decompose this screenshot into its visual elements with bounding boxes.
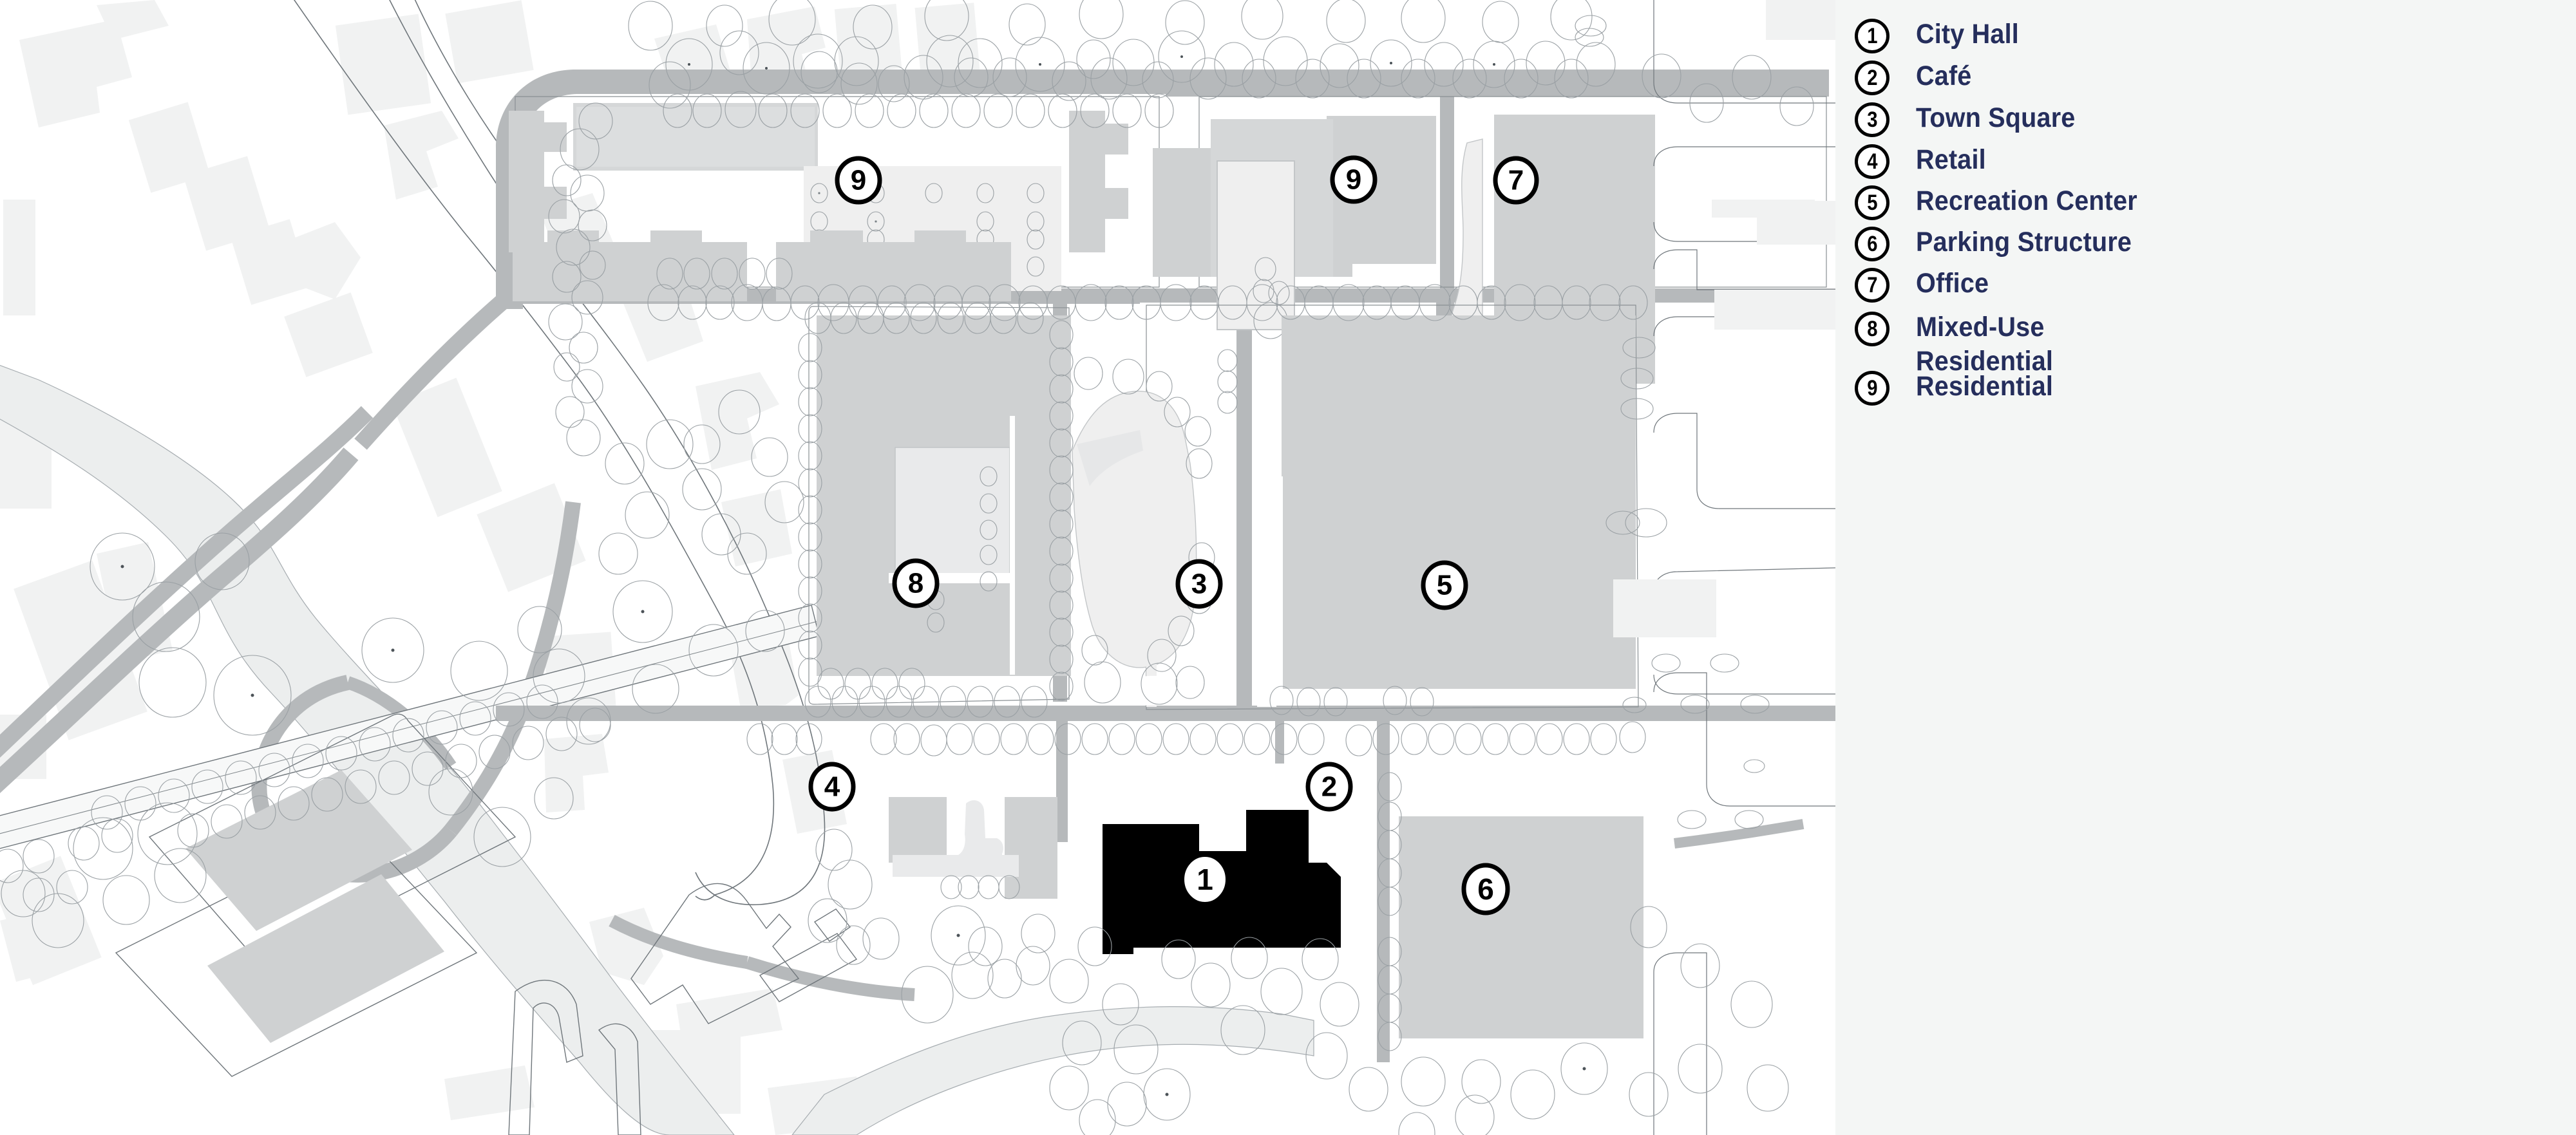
legend-marker-number: 8 [1867,317,1877,341]
map-marker-8[interactable]: 8 [892,558,940,608]
map-marker-label: 9 [851,165,866,196]
legend-marker-icon: 7 [1855,268,1889,303]
map-marker-5[interactable]: 5 [1421,560,1468,610]
legend-marker-icon: 5 [1855,185,1889,220]
parcel-outlines-east [1653,0,1835,1135]
map-marker-label: 1 [1197,863,1213,896]
map-marker-label: 3 [1191,568,1207,600]
map-marker-9b[interactable]: 9 [1330,155,1378,204]
map-marker-1[interactable]: 1 [1182,854,1228,905]
trees-east [1575,15,1770,829]
block-recreation-center [1257,315,1636,689]
legend-item-mixed-use-residential[interactable]: 8 Mixed-Use Residential [1835,312,2065,379]
map-marker-label: 7 [1508,165,1524,196]
map-marker-label: 5 [1437,570,1452,601]
legend-marker-number: 6 [1867,232,1877,256]
legend-item-city-hall[interactable]: 1 City Hall [1835,19,2028,53]
legend-marker-number: 7 [1867,273,1877,297]
map-marker-3[interactable]: 3 [1175,559,1223,609]
map-marker-label: 9 [1346,164,1361,196]
map-marker-label: 6 [1477,872,1494,906]
legend-item-residential[interactable]: 9 Residential [1835,371,2065,406]
tree-center-dots [120,55,1586,1096]
block-mixed-use-residential [817,315,1071,676]
legend-item-label: Mixed-Use Residential [1916,312,2054,377]
block-parking-structure [1399,816,1643,1038]
block-retail [889,797,1057,899]
map-marker-4[interactable]: 4 [808,762,856,812]
legend-marker-icon: 4 [1855,144,1889,179]
legend-marker-icon: 1 [1855,19,1889,53]
legend-item-label: Café [1916,61,1972,91]
legend-marker-number: 9 [1867,376,1877,400]
block-residential-nw [509,96,1160,301]
legend-item-town-square[interactable]: 3 Town Square [1835,102,2089,137]
legend-marker-icon: 2 [1855,61,1889,95]
buildings-sw [185,770,444,1043]
legend-item-label: Town Square [1916,102,2076,133]
legend-item-cafe[interactable]: 2 Café [1835,61,1976,95]
legend-item-office[interactable]: 7 Office [1835,268,1995,303]
legend-marker-icon: 3 [1855,102,1889,137]
map-markers[interactable]: 9 9 7 8 [808,155,1539,915]
context-buildings-east [1613,0,1835,637]
legend-marker-number: 4 [1867,149,1877,174]
map-marker-label: 2 [1321,771,1337,803]
legend-marker-number: 5 [1867,191,1877,215]
legend-marker-icon: 6 [1855,227,1889,261]
site-map-canvas: 9 9 7 8 [0,0,1835,1135]
map-marker-label: 8 [908,568,923,599]
legend-item-label: Parking Structure [1916,227,2132,258]
legend-item-recreation-center[interactable]: 5 Recreation Center [1835,185,2157,220]
map-marker-2[interactable]: 2 [1305,762,1353,812]
legend-marker-number: 1 [1867,24,1877,48]
legend-item-label: City Hall [1916,19,2019,50]
legend-marker-number: 3 [1867,108,1877,132]
map-marker-7[interactable]: 7 [1493,156,1539,205]
map-marker-label: 4 [824,771,840,803]
site-map[interactable]: 9 9 7 8 [0,0,1835,1135]
main-road-west [0,290,1804,1001]
legend-item-label: Recreation Center [1916,185,2137,216]
legend-marker-number: 2 [1867,66,1877,90]
legend-marker-icon: 8 [1855,312,1889,346]
legend-item-label: Retail [1916,144,1986,175]
map-marker-9a[interactable]: 9 [835,156,882,205]
legend-item-label: Residential [1916,371,2054,402]
map-marker-6[interactable]: 6 [1461,863,1510,915]
street-trees [0,0,1814,1135]
legend-marker-icon: 9 [1855,371,1889,406]
legend-item-label: Office [1916,268,1989,299]
legend-panel: 1 City Hall 2 Café 3 Town Square 4 [1835,0,2576,1135]
legend-item-retail[interactable]: 4 Retail [1835,144,1992,179]
legend-item-parking-structure[interactable]: 6 Parking Structure [1835,227,2150,261]
